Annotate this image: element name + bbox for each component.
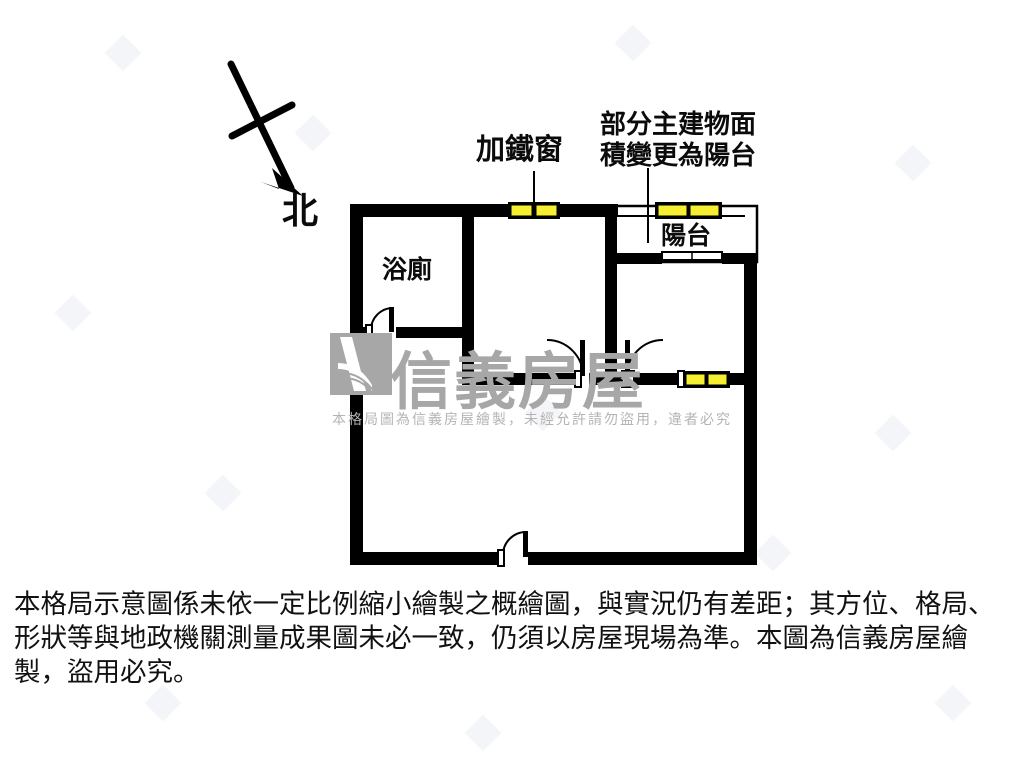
north-arrow-icon <box>227 60 303 196</box>
window-top-left <box>508 171 560 219</box>
window-right-mid <box>683 371 730 388</box>
north-label: 北 <box>282 190 319 232</box>
interior-walls <box>350 204 757 385</box>
door-balcony <box>661 251 723 261</box>
door-jamb-marks <box>621 370 685 388</box>
annotation-iron-window: 加鐵窗 <box>476 132 564 166</box>
annotation-balcony-conversion: 部分主建物面 積變更為陽台 <box>600 110 757 171</box>
room-label-bathroom: 浴廁 <box>382 255 433 284</box>
door-interior-left <box>546 339 585 388</box>
disclaimer-text: 本格局示意圖係未依一定比例縮小繪製之概繪圖，與實況仍有差距；其方位、格局、形狀等… <box>14 589 995 689</box>
room-label-balcony: 陽台 <box>661 221 712 250</box>
window-balcony-top <box>647 168 722 243</box>
door-main-entrance <box>497 531 528 567</box>
door-bathroom <box>365 307 394 340</box>
